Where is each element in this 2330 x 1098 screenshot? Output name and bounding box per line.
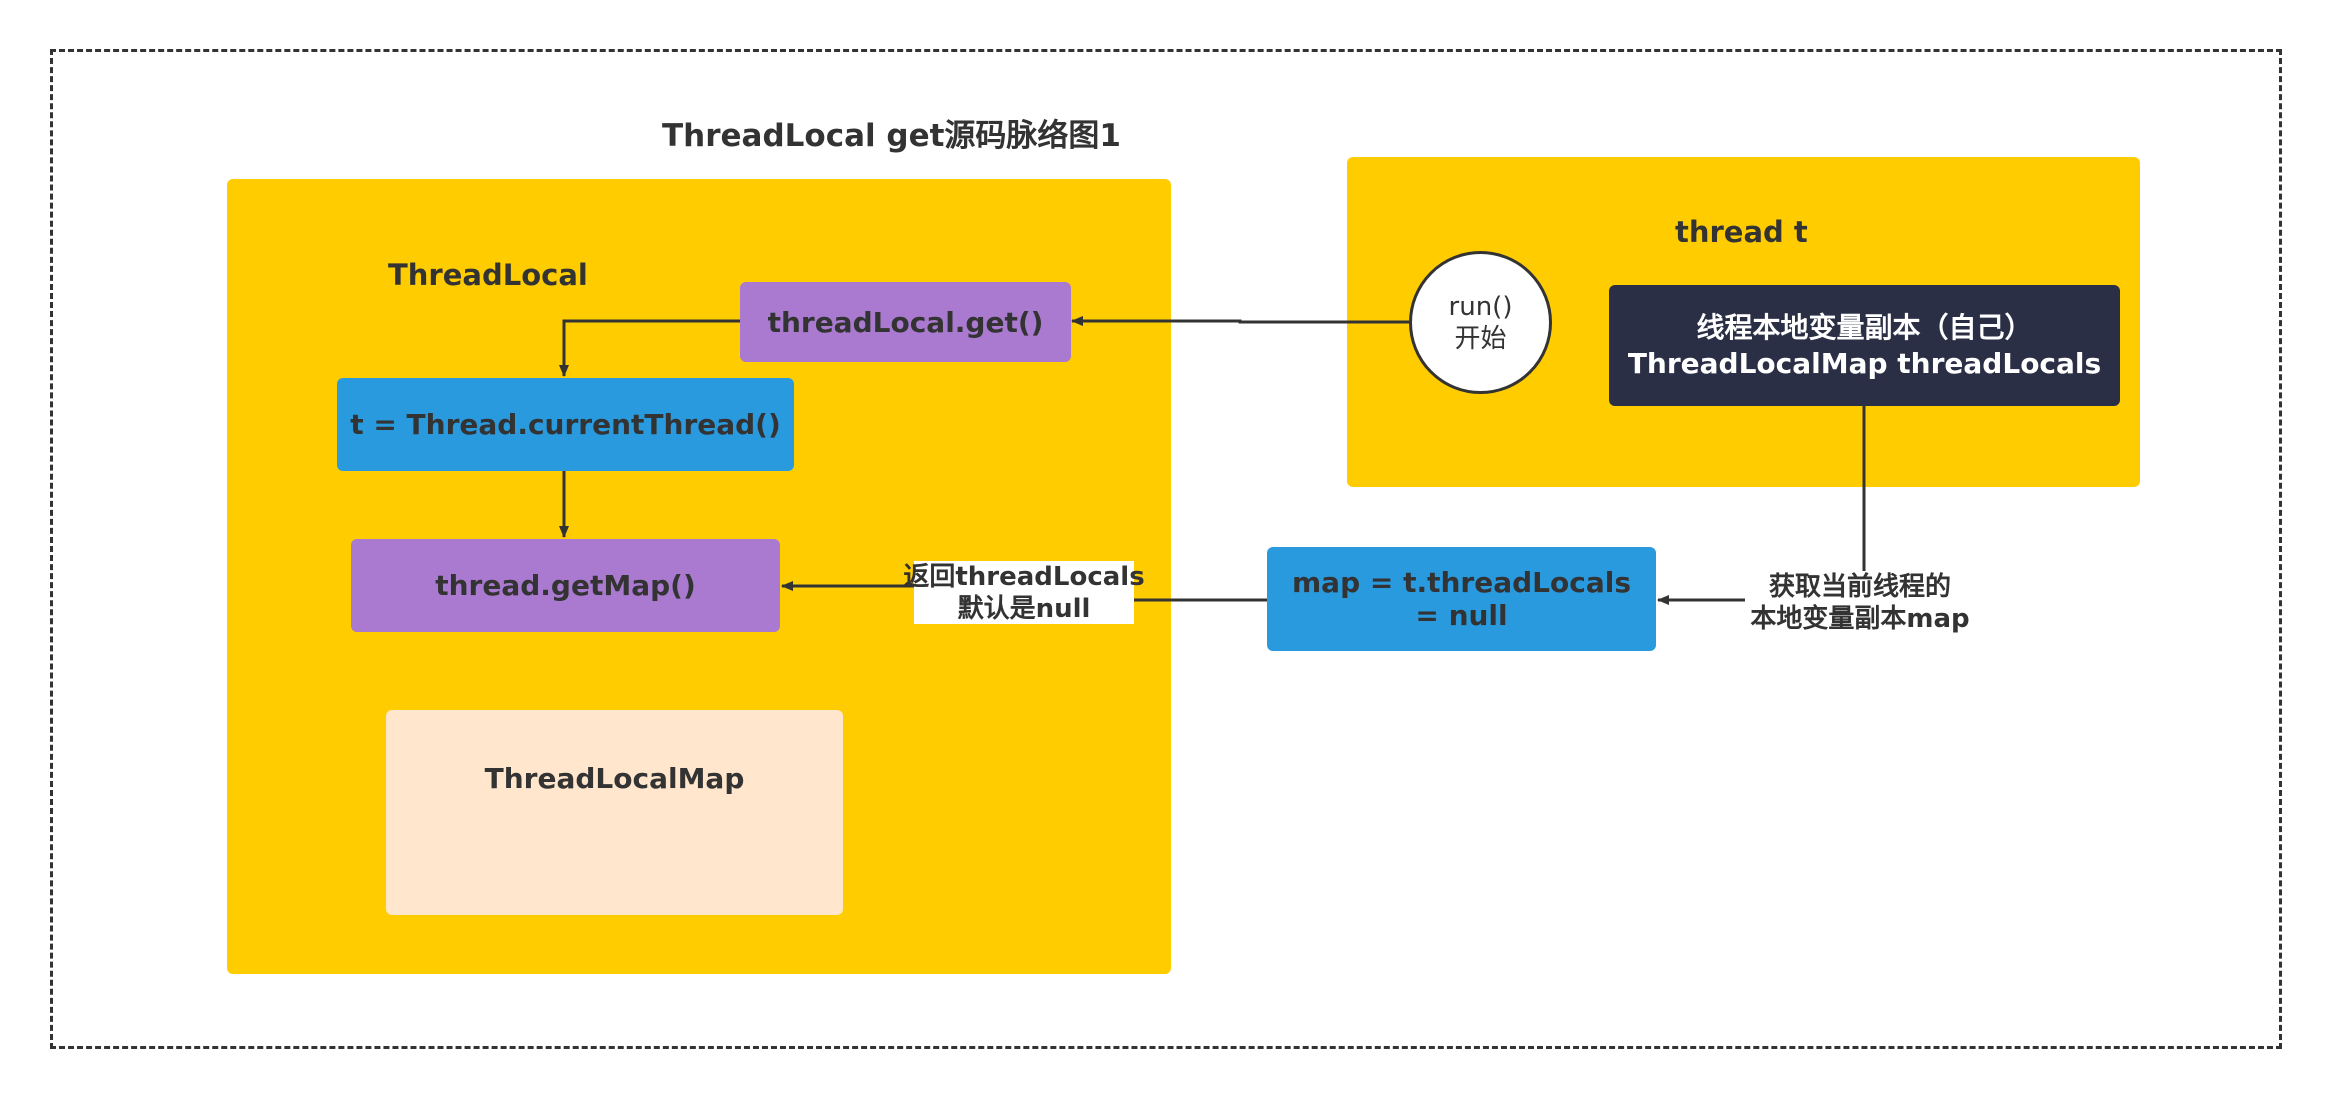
thread-locals-node[interactable]: 线程本地变量副本（自己） ThreadLocalMap threadLocals (1609, 285, 2120, 406)
get-map-label: thread.getMap() (435, 569, 696, 602)
thread-locals-declaration: ThreadLocalMap threadLocals (1627, 346, 2102, 380)
run-start-label: 开始 (1454, 323, 1507, 354)
current-thread-label: t = Thread.currentThread() (350, 408, 781, 441)
thread-container-label: thread t (1675, 215, 1808, 249)
return-label-line1: 返回threadLocals (903, 561, 1145, 592)
threadlocalmap-node[interactable]: ThreadLocalMap (386, 710, 843, 915)
threadlocalmap-label: ThreadLocalMap (484, 762, 745, 795)
fetch-label-line2: 本地变量副本map (1750, 604, 1970, 634)
return-label-line2: 默认是null (957, 593, 1091, 624)
get-call-node[interactable]: threadLocal.get() (740, 282, 1071, 362)
thread-locals-caption: 线程本地变量副本（自己） (1696, 310, 2033, 344)
run-label: run() (1448, 291, 1513, 322)
get-call-label: threadLocal.get() (767, 305, 1044, 339)
diagram-title: ThreadLocal get源码脉络图1 (662, 118, 1122, 154)
fetch-map-label: 获取当前线程的 本地变量副本map (1745, 571, 1975, 635)
run-start-node[interactable]: run() 开始 (1409, 251, 1552, 394)
return-threadlocals-label: 返回threadLocals 默认是null (903, 561, 1145, 624)
outer-dashed-frame (50, 49, 2282, 1049)
map-assign-node[interactable]: map = t.threadLocals = null (1267, 547, 1656, 651)
current-thread-node[interactable]: t = Thread.currentThread() (337, 378, 794, 471)
map-assign-line: map = t.threadLocals (1292, 566, 1631, 599)
fetch-label-line1: 获取当前线程的 (1768, 572, 1951, 602)
get-map-node[interactable]: thread.getMap() (351, 539, 780, 632)
map-assign-null: = null (1415, 599, 1508, 632)
threadlocal-container-label: ThreadLocal (388, 258, 588, 292)
